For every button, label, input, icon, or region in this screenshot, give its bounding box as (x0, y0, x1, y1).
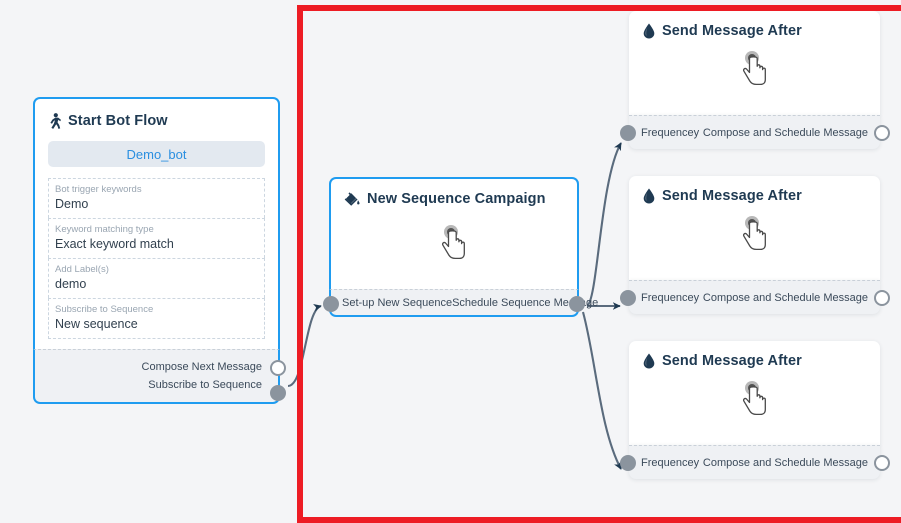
pointing-hand-cursor-icon (643, 371, 866, 429)
node-send-message-after-1[interactable]: Send Message After Frequencey Compose an… (620, 11, 890, 149)
message-node-title: Send Message After (662, 188, 802, 204)
bot-selector-label: Demo_bot (126, 146, 187, 162)
port-label-schedule-sequence-message: Schedule Sequence Message (452, 296, 599, 309)
sequence-node-header: New Sequence Campaign (344, 191, 564, 207)
field-label: Keyword matching type (55, 224, 154, 235)
start-node-title: Start Bot Flow (68, 113, 168, 129)
output-port-compose-and-schedule-message[interactable] (874, 290, 890, 306)
port-label-frequencey: Frequencey (641, 456, 700, 469)
message-node-ports: Frequencey Compose and Schedule Message (620, 445, 890, 479)
port-row-subscribe-to-sequence: Subscribe to Sequence (148, 379, 262, 391)
start-node-body: Start Bot Flow Demo_bot Bot trigger keyw… (33, 97, 280, 349)
field-add-labels[interactable]: Add Label(s) demo (48, 258, 265, 298)
start-node-header: Start Bot Flow (48, 113, 265, 129)
node-new-sequence-campaign[interactable]: New Sequence Campaign Set-up New Sequenc… (323, 177, 598, 317)
output-port-compose-and-schedule-message[interactable] (874, 125, 890, 141)
output-port-compose-next-message[interactable] (270, 360, 286, 376)
field-label: Subscribe to Sequence (55, 304, 154, 315)
sequence-node-body: New Sequence Campaign (329, 177, 579, 289)
output-port-schedule-sequence-message[interactable] (569, 296, 585, 312)
port-label-setup-new-sequence: Set-up New Sequence (342, 296, 453, 309)
sequence-node-ports: Set-up New Sequence Schedule Sequence Me… (323, 289, 598, 317)
message-node-header: Send Message After (643, 353, 866, 369)
edge-sequence-to-message-1 (586, 142, 622, 307)
pointing-hand-cursor-icon (643, 206, 866, 264)
water-drop-icon (643, 353, 655, 369)
field-value: Demo (55, 197, 89, 211)
node-send-message-after-2[interactable]: Send Message After Frequencey Compose an… (620, 176, 890, 314)
message-node-ports: Frequencey Compose and Schedule Message (620, 115, 890, 149)
output-port-compose-and-schedule-message[interactable] (874, 455, 890, 471)
input-port-frequencey[interactable] (620, 290, 636, 306)
message-node-body: Send Message After (629, 11, 880, 115)
node-send-message-after-3[interactable]: Send Message After Frequencey Compose an… (620, 341, 890, 479)
bot-selector-pill[interactable]: Demo_bot (48, 141, 265, 167)
port-label-frequencey: Frequencey (641, 126, 700, 139)
input-port-frequencey[interactable] (620, 455, 636, 471)
pointing-hand-cursor-icon (344, 213, 564, 275)
field-value: New sequence (55, 317, 138, 331)
port-label-compose-next-message: Compose Next Message (141, 361, 262, 373)
message-node-ports: Frequencey Compose and Schedule Message (620, 280, 890, 314)
paint-bucket-icon (344, 191, 360, 207)
pointing-hand-cursor-icon (643, 41, 866, 99)
field-label: Bot trigger keywords (55, 184, 142, 195)
port-label-compose-and-schedule-message: Compose and Schedule Message (702, 291, 868, 304)
water-drop-icon (643, 188, 655, 204)
output-port-subscribe-to-sequence[interactable] (270, 385, 286, 401)
field-label: Add Label(s) (55, 264, 109, 275)
field-subscribe-to-sequence[interactable]: Subscribe to Sequence New sequence (48, 298, 265, 339)
running-person-icon (48, 113, 61, 129)
field-bot-trigger-keywords[interactable]: Bot trigger keywords Demo (48, 178, 265, 218)
edge-sequence-to-message-3 (581, 311, 622, 470)
start-node-fields: Bot trigger keywords Demo Keyword matchi… (48, 178, 265, 339)
port-label-compose-and-schedule-message: Compose and Schedule Message (702, 456, 868, 469)
input-port-frequencey[interactable] (620, 125, 636, 141)
start-node-ports: Compose Next Message Subscribe to Sequen… (33, 349, 286, 404)
port-label-subscribe-to-sequence: Subscribe to Sequence (148, 379, 262, 391)
message-node-title: Send Message After (662, 23, 802, 39)
field-value: demo (55, 277, 87, 291)
message-node-header: Send Message After (643, 23, 866, 39)
port-label-compose-and-schedule-message: Compose and Schedule Message (702, 126, 868, 139)
field-value: Exact keyword match (55, 237, 174, 251)
field-keyword-matching-type[interactable]: Keyword matching type Exact keyword matc… (48, 218, 265, 258)
edge-start-to-sequence (287, 303, 322, 388)
sequence-node-title: New Sequence Campaign (367, 191, 546, 207)
message-node-header: Send Message After (643, 188, 866, 204)
port-label-frequencey: Frequencey (641, 291, 700, 304)
message-node-body: Send Message After (629, 341, 880, 445)
port-row-compose-next-message: Compose Next Message (142, 361, 262, 373)
node-start-bot-flow[interactable]: Start Bot Flow Demo_bot Bot trigger keyw… (33, 97, 286, 404)
message-node-title: Send Message After (662, 353, 802, 369)
water-drop-icon (643, 23, 655, 39)
input-port-setup-new-sequence[interactable] (323, 296, 339, 312)
message-node-body: Send Message After (629, 176, 880, 280)
